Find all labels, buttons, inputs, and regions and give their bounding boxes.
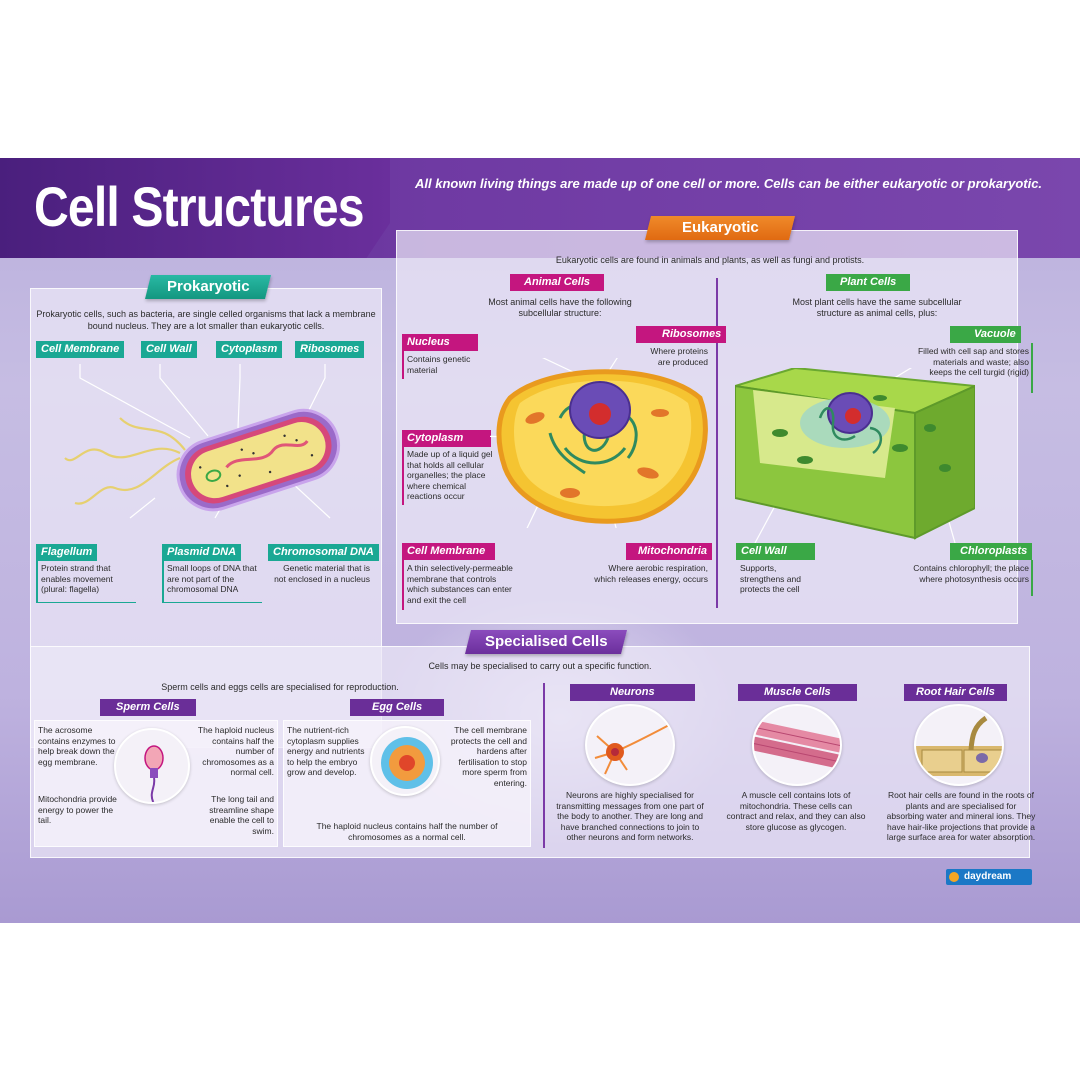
- animal-cells-intro: Most animal cells have the following sub…: [488, 297, 632, 318]
- flagella: [64, 417, 186, 505]
- label-cytoplasm-animal: Cytoplasm: [402, 430, 492, 447]
- label-chromosomal-dna: Chromosomal DNA: [268, 544, 379, 561]
- vacuole-box: [950, 343, 1033, 393]
- tagline: All known living things are made up of o…: [415, 176, 1043, 191]
- mitochondria-shapes: [525, 409, 669, 498]
- label-cell-wall-plant: Cell Wall: [736, 543, 815, 560]
- muscle-cell-image: [752, 704, 842, 786]
- sperm-acrosome-text: The acrosome contains enzymes to help br…: [38, 725, 116, 767]
- label-cell-wall: Cell Wall: [141, 341, 197, 358]
- animal-cell-illustration: [490, 358, 708, 528]
- membrane-box: [402, 560, 404, 610]
- neuron-image: [585, 704, 675, 786]
- chloroplast-shapes: [772, 395, 951, 472]
- nucleus-box: [402, 351, 404, 379]
- label-vacuole: Vacuole: [950, 326, 1021, 343]
- cytoplasm-text: Made up of a liquid gel that holds all c…: [407, 449, 493, 501]
- label-nucleus: Nucleus: [402, 334, 478, 351]
- sperm-cell-image: [114, 728, 190, 804]
- bacterium-illustration: [64, 364, 340, 519]
- label-cytoplasm: Cytoplasm: [216, 341, 283, 358]
- sperm-nucleus-text: The haploid nucleus contains half the nu…: [197, 725, 274, 777]
- reproduction-intro: Sperm cells and eggs cells are specialis…: [161, 682, 399, 692]
- label-mitochondria: Mitochondria: [626, 543, 713, 560]
- specialised-intro: Cells may be specialised to carry out a …: [428, 661, 652, 671]
- label-cell-membrane: Cell Membrane: [36, 341, 125, 358]
- label-ribosomes: Ribosomes: [295, 341, 365, 358]
- flagellum-text: Protein strand that enables movement (pl…: [41, 563, 113, 594]
- egg-cell-image: [370, 726, 440, 796]
- eukaryotic-intro: Eukaryotic cells are found in animals an…: [555, 255, 865, 265]
- eukaryotic-heading: Eukaryotic: [645, 216, 795, 240]
- chloroplasts-box: [950, 560, 1033, 596]
- plasmid-dna-text: Small loops of DNA that are not part of …: [167, 563, 257, 594]
- cytoplasm-box: [402, 447, 404, 505]
- flagellum-box: [36, 561, 136, 603]
- specialised-divider: [543, 683, 545, 848]
- cell-body: [176, 408, 340, 512]
- plant-cell-illustration: [735, 368, 975, 543]
- cell-wall-plant-text: Supports, strengthens and protects the c…: [740, 563, 801, 594]
- root-hair-heading: Root Hair Cells: [904, 684, 1007, 701]
- root-hair-text: Root hair cells are found in the roots o…: [886, 790, 1036, 842]
- chromosomal-dna-text: Genetic material that is not enclosed in…: [274, 563, 370, 584]
- page-title: Cell Structures: [34, 175, 365, 238]
- muscle-cells-heading: Muscle Cells: [738, 684, 857, 701]
- sperm-tail-text: The long tail and streamline shape enabl…: [209, 794, 274, 836]
- label-chloroplasts: Chloroplasts: [950, 543, 1033, 560]
- egg-cells-heading: Egg Cells: [350, 699, 445, 716]
- membrane-text: A thin selectively-permeable membrane th…: [407, 563, 513, 605]
- mitochondria-text: Where aerobic respiration, which release…: [594, 563, 708, 584]
- egg-membrane-text: The cell membrane protects the cell and …: [450, 725, 527, 788]
- specialised-heading: Specialised Cells: [465, 630, 627, 654]
- prokaryotic-heading: Prokaryotic: [145, 275, 271, 299]
- chloroplasts-text: Contains chlorophyll; the place where ph…: [913, 563, 1029, 584]
- poster: Cell Structures All known living things …: [0, 158, 1080, 923]
- sperm-cells-heading: Sperm Cells: [100, 699, 196, 716]
- animal-cells-heading: Animal Cells: [510, 274, 605, 291]
- muscle-cells-text: A muscle cell contains lots of mitochond…: [726, 790, 866, 832]
- plant-cells-heading: Plant Cells: [826, 274, 911, 291]
- egg-nucleus-text: The haploid nucleus contains half the nu…: [316, 821, 498, 842]
- egg-cytoplasm-text: The nutrient-rich cytoplasm supplies ene…: [287, 725, 365, 777]
- plant-cells-intro: Most plant cells have the same subcellul…: [792, 297, 962, 318]
- nucleus-text: Contains genetic material: [407, 354, 471, 375]
- ribosomes-text: Where proteins are produced: [650, 346, 708, 367]
- brand-logo: daydream: [946, 869, 1032, 885]
- sperm-mitochondria-text: Mitochondria provide energy to power the…: [38, 794, 117, 825]
- label-flagellum: Flagellum: [36, 544, 98, 561]
- eukaryotic-divider: [716, 278, 718, 608]
- root-hair-image: [914, 704, 1004, 786]
- plasmid-box: [162, 561, 262, 603]
- neurons-text: Neurons are highly specialised for trans…: [556, 790, 704, 842]
- label-plasmid-dna: Plasmid DNA: [162, 544, 242, 561]
- label-cell-membrane-animal: Cell Membrane: [402, 543, 496, 560]
- prokaryotic-intro: Prokaryotic cells, such as bacteria, are…: [36, 309, 376, 331]
- neurons-heading: Neurons: [570, 684, 695, 701]
- vacuole-text: Filled with cell sap and stores material…: [917, 346, 1029, 377]
- label-ribosomes-animal: Ribosomes: [636, 326, 727, 343]
